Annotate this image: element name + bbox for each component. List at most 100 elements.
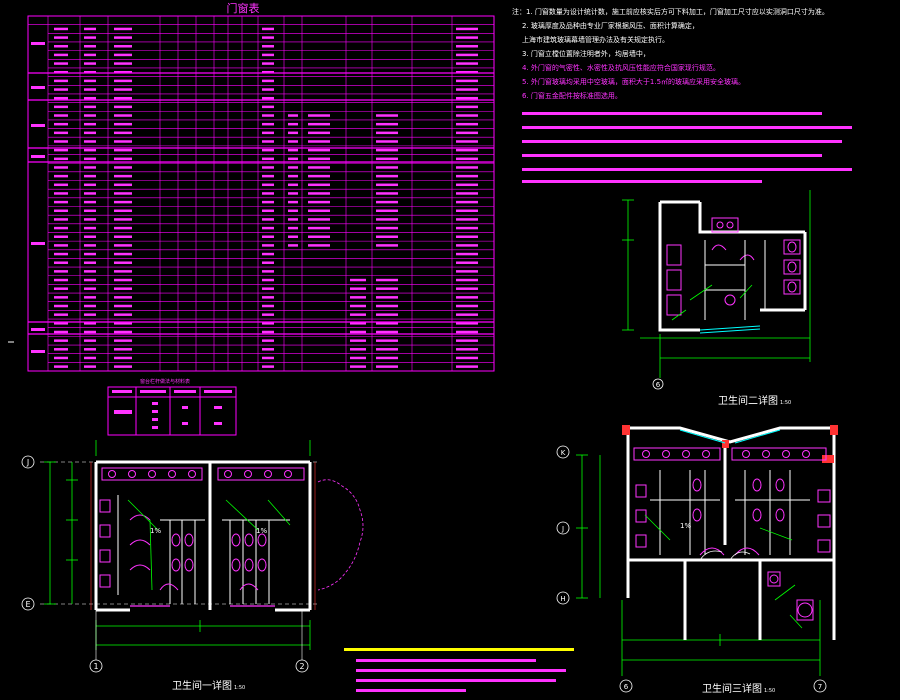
table-cell-mark [376, 200, 398, 204]
table-cell-mark [114, 261, 132, 264]
table-cell-mark [376, 131, 398, 135]
table-cell-mark [288, 209, 298, 213]
table-cell-mark [84, 27, 96, 31]
table-cell-mark [114, 322, 132, 325]
table-cell-mark [262, 174, 274, 178]
table-cell-mark [456, 235, 478, 238]
table-cell-mark [54, 140, 68, 143]
table-cell-mark [456, 140, 478, 143]
table-cell-mark [114, 88, 132, 91]
table-cell-mark [54, 105, 68, 109]
table-cell-mark [114, 235, 132, 238]
toilet-detail-3: 1% K J H 6 7 卫生间三详图 1:50 [556, 425, 838, 695]
table-cell-mark [84, 183, 96, 187]
door-window-table-title: 门窗表 [227, 1, 260, 15]
table-cell-mark [456, 192, 478, 195]
table-cell-mark [308, 140, 330, 143]
table-cell-mark [262, 27, 274, 31]
table-cell-mark [114, 339, 132, 342]
table-cell-mark [308, 131, 330, 135]
table-cell-mark [54, 218, 68, 221]
table-cell-mark [84, 209, 96, 213]
table-cell-mark [114, 183, 132, 187]
table-cell-mark [54, 131, 68, 135]
table-cell-mark [262, 322, 274, 325]
table-cell-mark [376, 304, 398, 308]
table-cell-mark [54, 70, 68, 74]
table-cell-mark [262, 304, 274, 308]
table-cell-mark [114, 45, 132, 48]
table-cell-mark [114, 131, 132, 135]
table-cell-mark [456, 252, 478, 256]
table-cell-mark [262, 36, 274, 39]
table-cell-mark [376, 209, 398, 213]
table-cell-mark [54, 62, 68, 65]
table-cell-mark [288, 226, 298, 230]
table-cell-mark [456, 70, 478, 74]
table-cell-mark [376, 183, 398, 187]
table-cell-mark [114, 27, 132, 31]
table-cell-mark [350, 287, 366, 290]
table-cell-mark [84, 313, 96, 316]
bottom-note-mark [356, 669, 566, 672]
table-cell-mark [288, 131, 298, 135]
table-cell-mark [114, 192, 132, 195]
table-cell-mark [350, 330, 366, 334]
table-cell-mark [288, 140, 298, 143]
table-cell-mark [114, 70, 132, 74]
table-cell-mark [456, 96, 478, 100]
drawing3-title: 卫生间三详图 [702, 682, 762, 695]
table-cell-mark [54, 166, 68, 169]
table-cell-mark [376, 287, 398, 290]
table-cell-mark [308, 122, 330, 126]
table-cell-mark [456, 209, 478, 213]
note-line-6: 6. 门窗五金配件按标准图选用。 [522, 91, 622, 100]
table-cell-mark [84, 278, 96, 282]
axis-K-d3: K [561, 449, 566, 457]
table-cell-mark [376, 174, 398, 178]
table-cell-mark [456, 244, 478, 247]
table-cell-mark [308, 174, 330, 178]
table-cell-mark [350, 356, 366, 360]
table-group-label-mark [31, 155, 45, 158]
table-cell-mark [456, 261, 478, 264]
table-cell-mark [262, 140, 274, 143]
table-cell-mark [114, 148, 132, 152]
table-cell-mark [262, 296, 274, 299]
table-cell-mark [114, 166, 132, 169]
table-cell-mark [114, 122, 132, 126]
table-cell-mark [84, 174, 96, 178]
table-cell-mark [262, 166, 274, 169]
table-cell-mark [288, 235, 298, 238]
table-cell-mark [350, 278, 366, 282]
table-cell-mark [54, 235, 68, 238]
table-cell-mark [262, 79, 274, 83]
note-line-0: 注：1. 门窗数量为设计统计数，施工前应核实后方可下料加工，门窗加工尺寸应以实测… [512, 7, 829, 16]
table-cell-mark [288, 157, 298, 161]
table-cell-mark [308, 244, 330, 247]
table-cell-mark [84, 88, 96, 91]
toilet-detail-1: 1% 1% J E 1 2 卫生间一详图 1:50 [21, 440, 364, 692]
table-cell-mark [114, 313, 132, 316]
table-cell-mark [262, 45, 274, 48]
table-cell-mark [376, 157, 398, 161]
table-cell-mark [262, 122, 274, 126]
table-cell-mark [84, 235, 96, 238]
table-group-label-mark [31, 350, 45, 353]
table-cell-mark [84, 79, 96, 83]
table-cell-mark [308, 218, 330, 221]
table-cell-mark [262, 365, 274, 368]
table-cell-mark [350, 322, 366, 325]
table-cell-mark [54, 356, 68, 360]
table-cell-mark [376, 339, 398, 342]
table-cell-mark [54, 313, 68, 316]
table-cell-mark [114, 157, 132, 161]
table-cell-mark [84, 62, 96, 65]
table-cell-mark [84, 122, 96, 126]
axis-E-d1: E [25, 600, 30, 609]
table-cell-mark [376, 122, 398, 126]
table-cell-mark [456, 339, 478, 342]
table-cell-mark [288, 114, 298, 117]
table-cell-mark [456, 226, 478, 230]
table-cell-mark [288, 122, 298, 126]
